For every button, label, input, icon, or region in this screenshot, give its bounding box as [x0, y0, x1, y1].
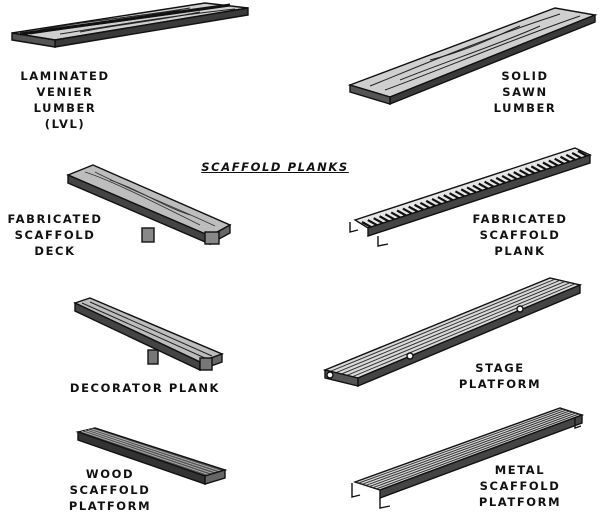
label-line: FABRICATED — [455, 211, 585, 227]
label-line: DECORATOR PLANK — [55, 380, 235, 396]
label-line: PLANK — [455, 243, 585, 259]
label-line: STAGE — [445, 360, 555, 376]
label-line: PLATFORM — [55, 498, 165, 514]
label-line: PLATFORM — [445, 376, 555, 392]
label-line: VENIER — [10, 84, 120, 100]
label-line: SAWN — [480, 84, 570, 100]
label-line: SCAFFOLD — [465, 478, 575, 494]
lvl-board-drawing — [12, 3, 248, 47]
label-line: WOOD — [55, 466, 165, 482]
label-fabricated-deck: FABRICATED SCAFFOLD DECK — [0, 211, 110, 259]
label-line: SOLID — [480, 68, 570, 84]
label-decorator-plank: DECORATOR PLANK — [55, 380, 235, 396]
decorator-plank-drawing — [75, 298, 222, 370]
label-line: SCAFFOLD — [55, 482, 165, 498]
stage-deck-line — [331, 279, 556, 371]
label-line: SCAFFOLD — [0, 227, 110, 243]
label-metal-platform: METAL SCAFFOLD PLATFORM — [465, 462, 575, 510]
label-line: SCAFFOLD — [455, 227, 585, 243]
label-line: DECK — [0, 243, 110, 259]
label-line: PLATFORM — [465, 494, 575, 510]
label-solid-sawn: SOLID SAWN LUMBER — [480, 68, 570, 116]
label-stage-platform: STAGE PLATFORM — [445, 360, 555, 392]
label-lvl: LAMINATED VENIER LUMBER (LVL) — [10, 68, 120, 132]
label-line: METAL — [465, 462, 575, 478]
label-line: LUMBER — [10, 100, 120, 116]
label-line: FABRICATED — [0, 211, 110, 227]
stage-deck-line — [336, 280, 560, 372]
diagram-title: SCAFFOLD PLANKS — [190, 160, 360, 174]
label-line: LAMINATED — [10, 68, 120, 84]
label-line: (LVL) — [10, 116, 120, 132]
label-fabricated-plank: FABRICATED SCAFFOLD PLANK — [455, 211, 585, 259]
label-wood-platform: WOOD SCAFFOLD PLATFORM — [55, 466, 165, 514]
label-line: LUMBER — [480, 100, 570, 116]
